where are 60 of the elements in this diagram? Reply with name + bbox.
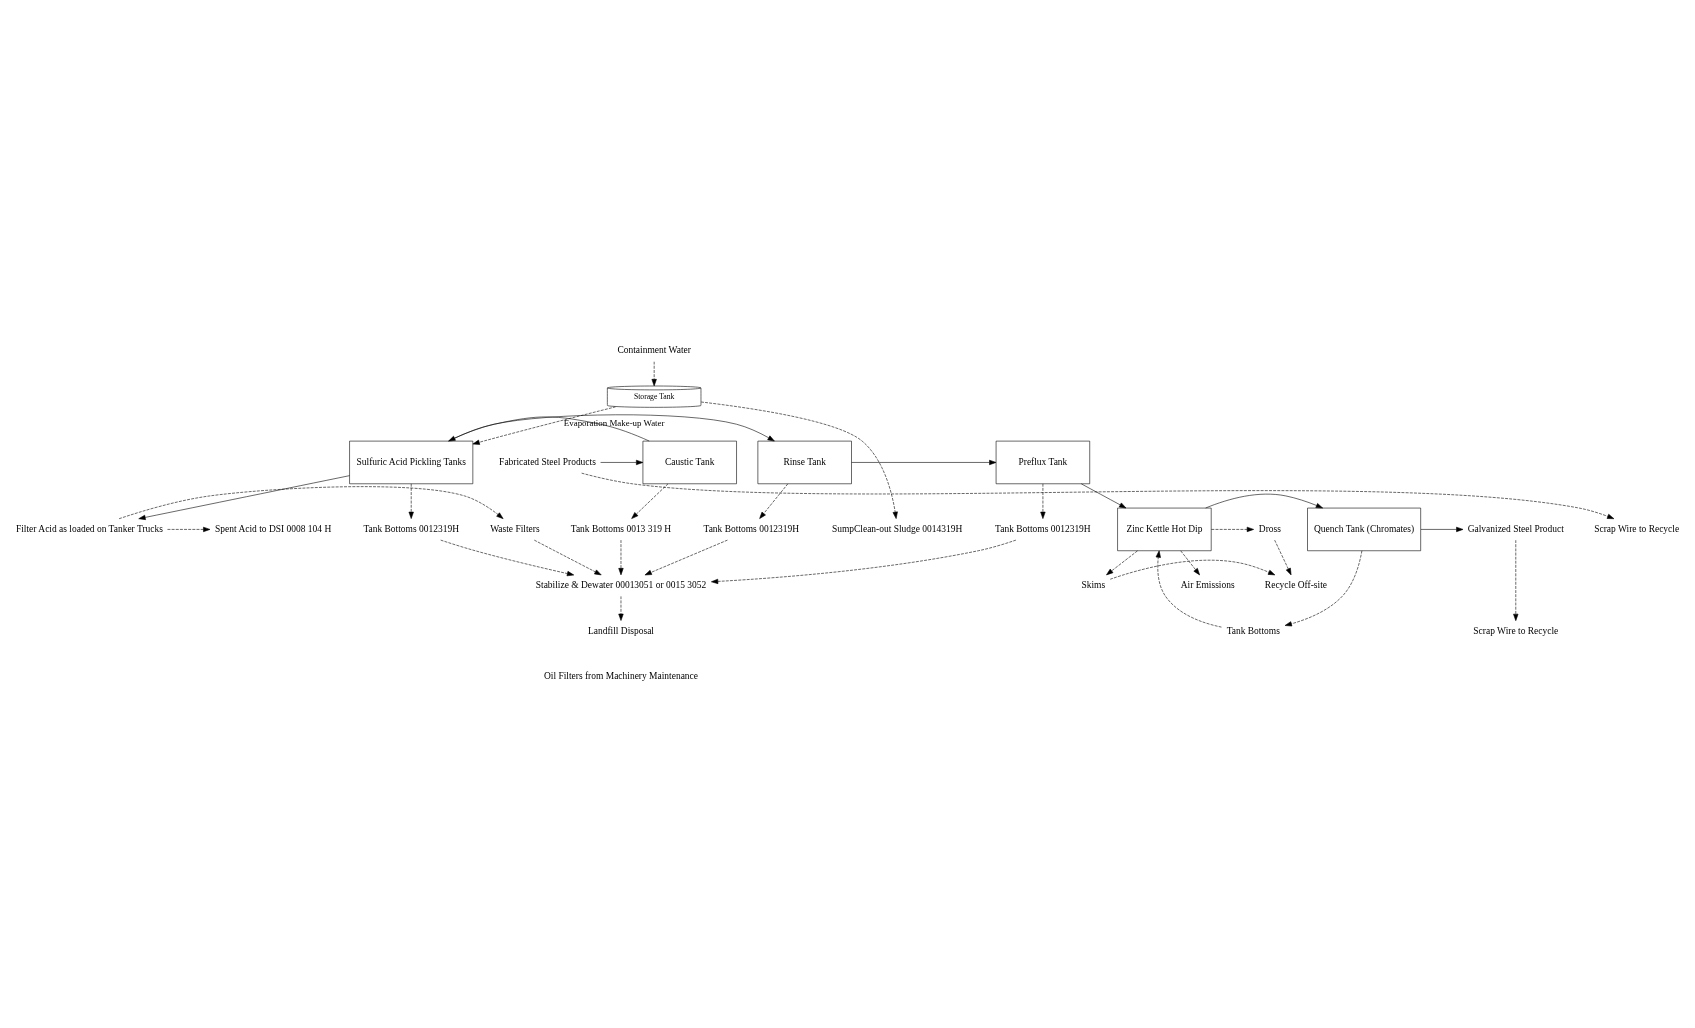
node-text: Dross [1258,523,1281,534]
arrow [600,459,644,466]
node-text: Stabilize & Dewater 00013051 or 0015 3052 [535,579,707,590]
arrow [631,483,669,519]
arrow [700,401,898,519]
node-text: Tank Bottoms 0012319H [995,523,1091,534]
arrow [118,486,504,519]
arrow [1106,550,1138,576]
arrow [534,539,602,576]
node-text: Spent Acid to DSI 0008 104 H [215,523,332,534]
node-box: Sulfuric Acid Pickling Tanks [349,440,474,485]
node-box: Zinc Kettle Hot Dip [1117,507,1212,552]
arrow [1081,483,1127,509]
arrow [1109,559,1276,580]
arrow [1040,483,1046,519]
node-text: Scrap Wire to Recycle [1594,523,1680,534]
arrow [1420,526,1464,532]
arrow [851,459,997,466]
node-box: Rinse Tank [757,440,852,485]
arrow [408,483,414,519]
node-text: Tank Bottoms 0012319H [363,523,460,534]
node-text: Scrap Wire to Recycle [1473,625,1559,636]
arrow [1513,539,1519,621]
node-text: Tank Bottoms [1226,625,1280,636]
node-text: Air Emissions [1180,579,1235,590]
arrow [1274,539,1292,576]
node-text: Tank Bottoms 0013 319 H [570,523,672,534]
node-text: Containment Water [617,345,691,356]
node-text: Skims [1081,579,1106,590]
arrow [581,472,1615,519]
arrow [711,539,1017,584]
arrow [618,539,624,576]
arrow [644,539,728,576]
arrow [1211,526,1254,532]
node-text: Filter Acid as loaded on Tanker Trucks [15,523,163,534]
arrow [618,596,624,621]
label: Oil Filters from Machinery Maintenance [543,671,699,682]
arrow [1284,550,1363,627]
node-box: Quench Tank (Chromates) [1307,507,1421,552]
node-text: Waste Filters [490,523,540,534]
node-text: Recycle Off-site [1264,579,1328,590]
arrow [1205,493,1323,509]
node-text: Tank Bottoms 0012319H [703,523,800,534]
arrow [759,483,789,519]
arrow [167,526,211,532]
node-text: SumpClean-out Sludge 0014319H [831,523,963,534]
arrow [1155,550,1222,628]
edge-label: Evaporation Make-up Water [563,418,665,429]
node-text: Landfill Disposal [587,625,654,636]
node-text: Fabricated Steel Products [499,456,596,467]
arrow [448,416,650,442]
node-box: Preflux Tank [995,440,1090,485]
arrow [440,539,575,577]
arrow [651,361,657,387]
arrow [448,414,775,442]
arrow [138,475,350,520]
arrow [1180,550,1200,576]
arrow [472,406,616,445]
node-text: Galvanized Steel Product [1467,523,1564,534]
node-box: Caustic Tank [642,440,737,485]
